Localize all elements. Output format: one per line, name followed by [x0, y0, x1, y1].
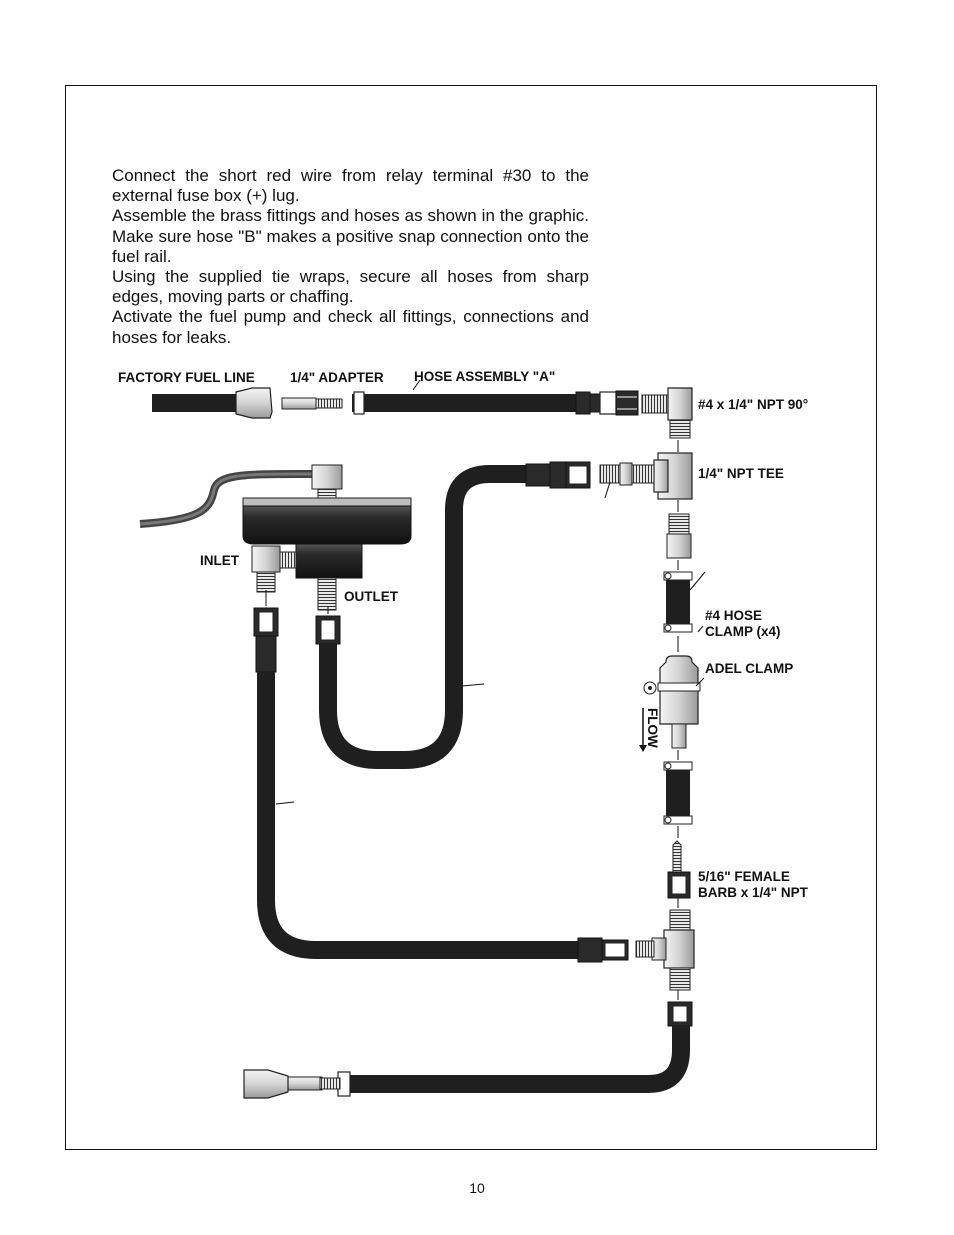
flow-arrow: FLOW: [639, 708, 660, 752]
hose-segment-2: [663, 761, 693, 825]
fuel-pressure-regulator: [139, 464, 412, 611]
hose-return-line: [243, 1026, 690, 1099]
nipple-fitting: [666, 513, 692, 559]
label-outlet: OUTLET: [344, 589, 399, 604]
leader-lines: [265, 379, 706, 1000]
label-hose-assembly-a: HOSE ASSEMBLY "A": [414, 369, 555, 384]
label-hose-clamp-line2: CLAMP (x4): [705, 624, 781, 639]
factory-fuel-line: [152, 387, 273, 419]
hose-inlet-line: [253, 607, 629, 963]
page-frame: [65, 85, 877, 1150]
hose-segment-1: [663, 571, 693, 633]
instruction-2: Assemble the brass fittings and hoses as…: [112, 206, 589, 266]
label-inlet: INLET: [200, 553, 240, 568]
adapter-fitting: [281, 397, 343, 410]
npt-tee: [599, 452, 693, 500]
instruction-3: Using the supplied tie wraps, secure all…: [112, 267, 589, 307]
instructions-text: Connect the short red wire from relay te…: [112, 166, 589, 348]
label-barb-line2: BARB x 1/4" NPT: [698, 885, 809, 900]
label-factory-fuel-line: FACTORY FUEL LINE: [118, 370, 255, 385]
npt-90-elbow: [641, 387, 693, 439]
label-barb-line1: 5/16" FEMALE: [698, 869, 790, 884]
lower-tee: [635, 909, 695, 1027]
page-number: 10: [469, 1180, 485, 1196]
hose-outlet-line: [315, 461, 591, 769]
label-npt-90: #4 x 1/4" NPT 90°: [698, 397, 808, 412]
female-barb-fitting: [667, 840, 691, 899]
label-hose-clamp-line1: #4 HOSE: [705, 608, 762, 623]
instruction-1: Connect the short red wire from relay te…: [112, 166, 589, 206]
flow-label: FLOW: [645, 708, 660, 748]
label-npt-tee: 1/4" NPT TEE: [698, 466, 784, 481]
label-adapter: 1/4" ADAPTER: [290, 370, 384, 385]
instruction-4: Activate the fuel pump and check all fit…: [112, 307, 589, 347]
hose-assembly-a: [352, 390, 639, 416]
label-adel-clamp: ADEL CLAMP: [705, 661, 793, 676]
fuel-filter: [643, 655, 701, 749]
